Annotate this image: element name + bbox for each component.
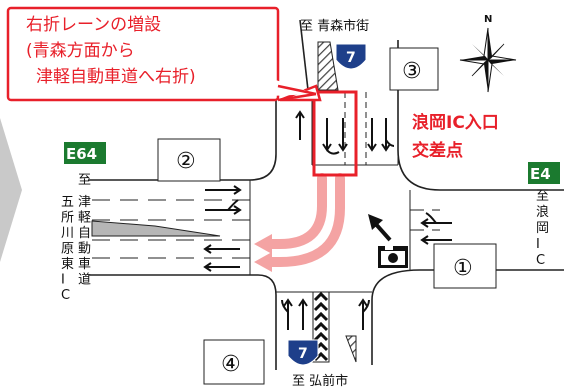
e64-line1-char: 道 (78, 273, 91, 288)
compass-north-label: N (484, 14, 492, 25)
photo-point-1-label: ① (453, 256, 473, 281)
e64-expressway-sign: E64 至 (64, 142, 106, 188)
photo-point-3-label: ③ (402, 59, 422, 84)
e64-line1-char: 車 (78, 257, 91, 272)
callout-box: 右折レーンの増設 (青森方面から 津軽自動車道へ右折) (6, 6, 322, 102)
west-lane-arrows (203, 185, 242, 272)
photo-point-1: ① (433, 243, 497, 289)
e4-destination-char: I (536, 237, 540, 252)
e64-line1-char: 自 (78, 226, 91, 241)
route-shield-north: 7 (335, 43, 367, 70)
photo-point-4: ④ (203, 339, 265, 385)
right-turn-lane-highlight (312, 90, 358, 177)
e64-line2-char: 五 (61, 195, 74, 210)
route-shield-south: 7 (287, 339, 319, 366)
photo-point-4-label: ④ (221, 352, 241, 377)
west-median-wedge (91, 220, 221, 237)
e4-code: E4 (530, 165, 551, 183)
south-median (312, 291, 357, 363)
route-shield-south-number: 7 (298, 346, 308, 362)
right-turn-arrow (265, 173, 345, 267)
callout-line2: (青森方面から (26, 41, 135, 61)
e4-destination-char: 至 (536, 189, 549, 204)
e4-expressway-sign: E4 (528, 162, 560, 184)
e64-line1-char: 動 (78, 242, 91, 257)
south-lane-arrows (281, 298, 370, 330)
camera-icon (368, 214, 408, 268)
previous-chevron-icon[interactable] (0, 118, 22, 262)
e64-line2-char: 原 (61, 242, 74, 257)
intersection-name-line2: 交差点 (412, 140, 463, 161)
photo-point-3: ③ (389, 47, 439, 91)
photo-point-2-label: ② (176, 149, 196, 174)
north-median-hatch (317, 41, 339, 91)
e64-line2-char: C (61, 288, 70, 303)
east-lanes (409, 190, 440, 270)
e4-destination-char: 浪 (536, 205, 549, 220)
e64-code: E64 (66, 145, 97, 163)
e4-destination-char: C (536, 253, 545, 268)
e64-line2-char: 所 (61, 211, 74, 226)
e64-line2-char: 東 (61, 256, 74, 272)
right-turn-arrowheads (254, 234, 272, 272)
intersection-name-line1: 浪岡IC入口 (412, 112, 499, 133)
e64-line2-char: 川 (61, 226, 74, 241)
e64-line1-char: 軽 (78, 211, 91, 226)
e64-line1-char: 津 (78, 195, 91, 210)
west-lanes (92, 180, 251, 275)
route-shield-north-number: 7 (346, 50, 356, 66)
top-destination: 至 青森市街 (300, 18, 369, 34)
e4-destination-char: 岡 (536, 221, 549, 236)
east-lane-arrows (420, 212, 452, 245)
bottom-destination: 至 弘前市 (292, 373, 348, 389)
e64-prefix: 至 (78, 173, 91, 188)
compass-icon: N (459, 14, 517, 93)
callout-line1: 右折レーンの増設 (26, 15, 161, 35)
photo-point-2: ② (157, 138, 221, 182)
e64-line2-char: I (61, 273, 65, 288)
north-lane-arrows (295, 110, 395, 155)
callout-line3: 津軽自動車道へ右折) (36, 67, 196, 87)
